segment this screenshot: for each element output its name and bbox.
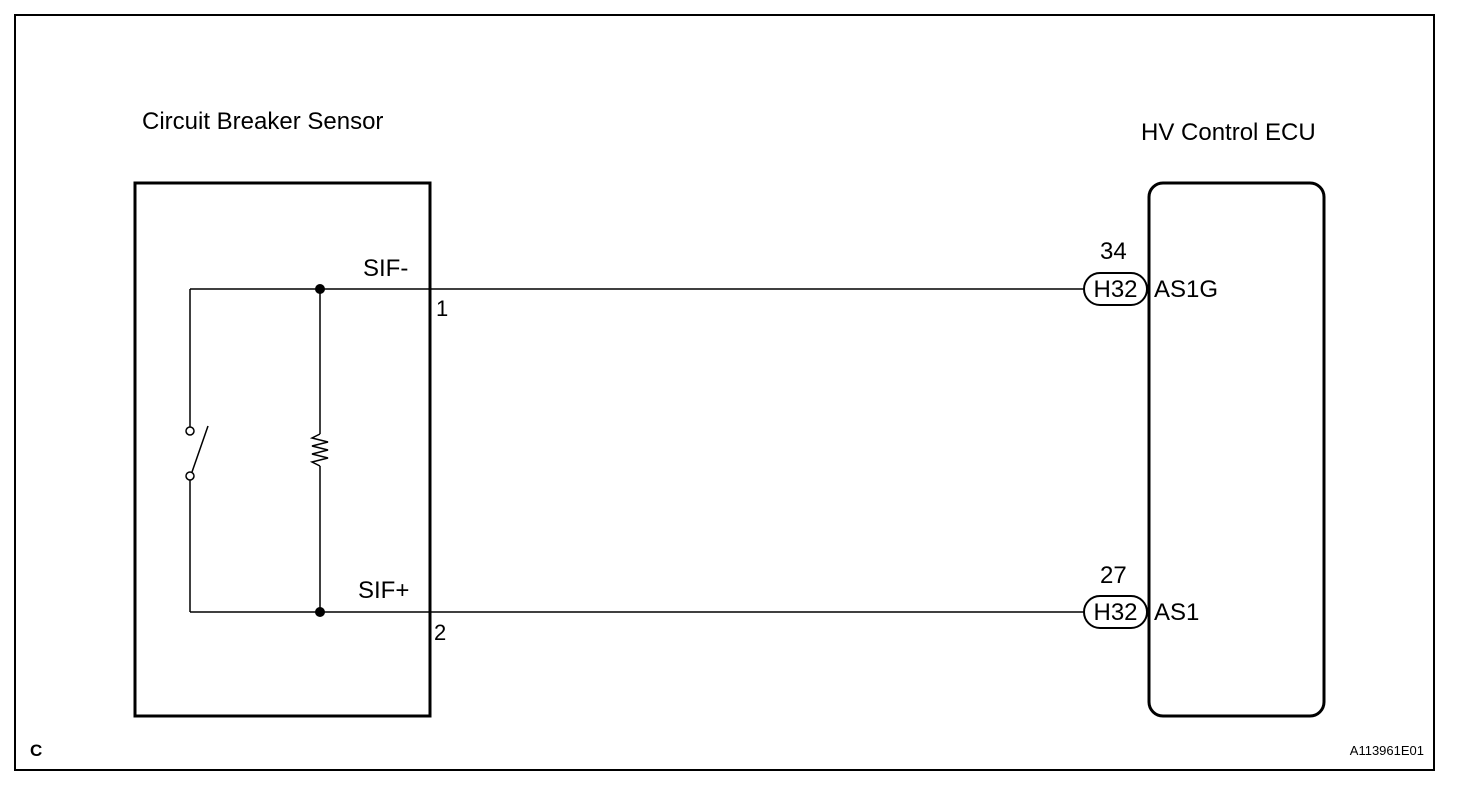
ecu-signal-label: AS1 <box>1154 599 1199 626</box>
ecu-title: HV Control ECU <box>1141 119 1316 146</box>
resistor-icon <box>309 433 329 467</box>
sensor-signal-label: SIF+ <box>358 577 409 604</box>
sensor-internal-circuit <box>189 288 430 613</box>
connector-code: H32 <box>1093 276 1137 303</box>
connector-badge <box>1083 595 1148 629</box>
ecu-box <box>1147 181 1326 718</box>
sensor-pin-number: 2 <box>434 620 446 645</box>
figure-id: A113961E01 <box>1350 743 1424 758</box>
sensor-title: Circuit Breaker Sensor <box>142 108 383 135</box>
sensor-signal-label: SIF- <box>363 255 408 282</box>
ecu-terminal-number: 34 <box>1100 238 1127 265</box>
sensor-pin-number: 1 <box>436 296 448 321</box>
connector-code: H32 <box>1093 599 1137 626</box>
junction-dot <box>315 284 325 294</box>
ecu-terminal-number: 27 <box>1100 562 1127 589</box>
junction-dot <box>315 607 325 617</box>
connector-badge <box>1083 272 1148 306</box>
diagram-frame <box>14 14 1435 771</box>
ecu-signal-label: AS1G <box>1154 276 1218 303</box>
corner-code: C <box>30 741 42 760</box>
switch-icon <box>185 425 209 481</box>
sensor-box <box>133 181 432 718</box>
